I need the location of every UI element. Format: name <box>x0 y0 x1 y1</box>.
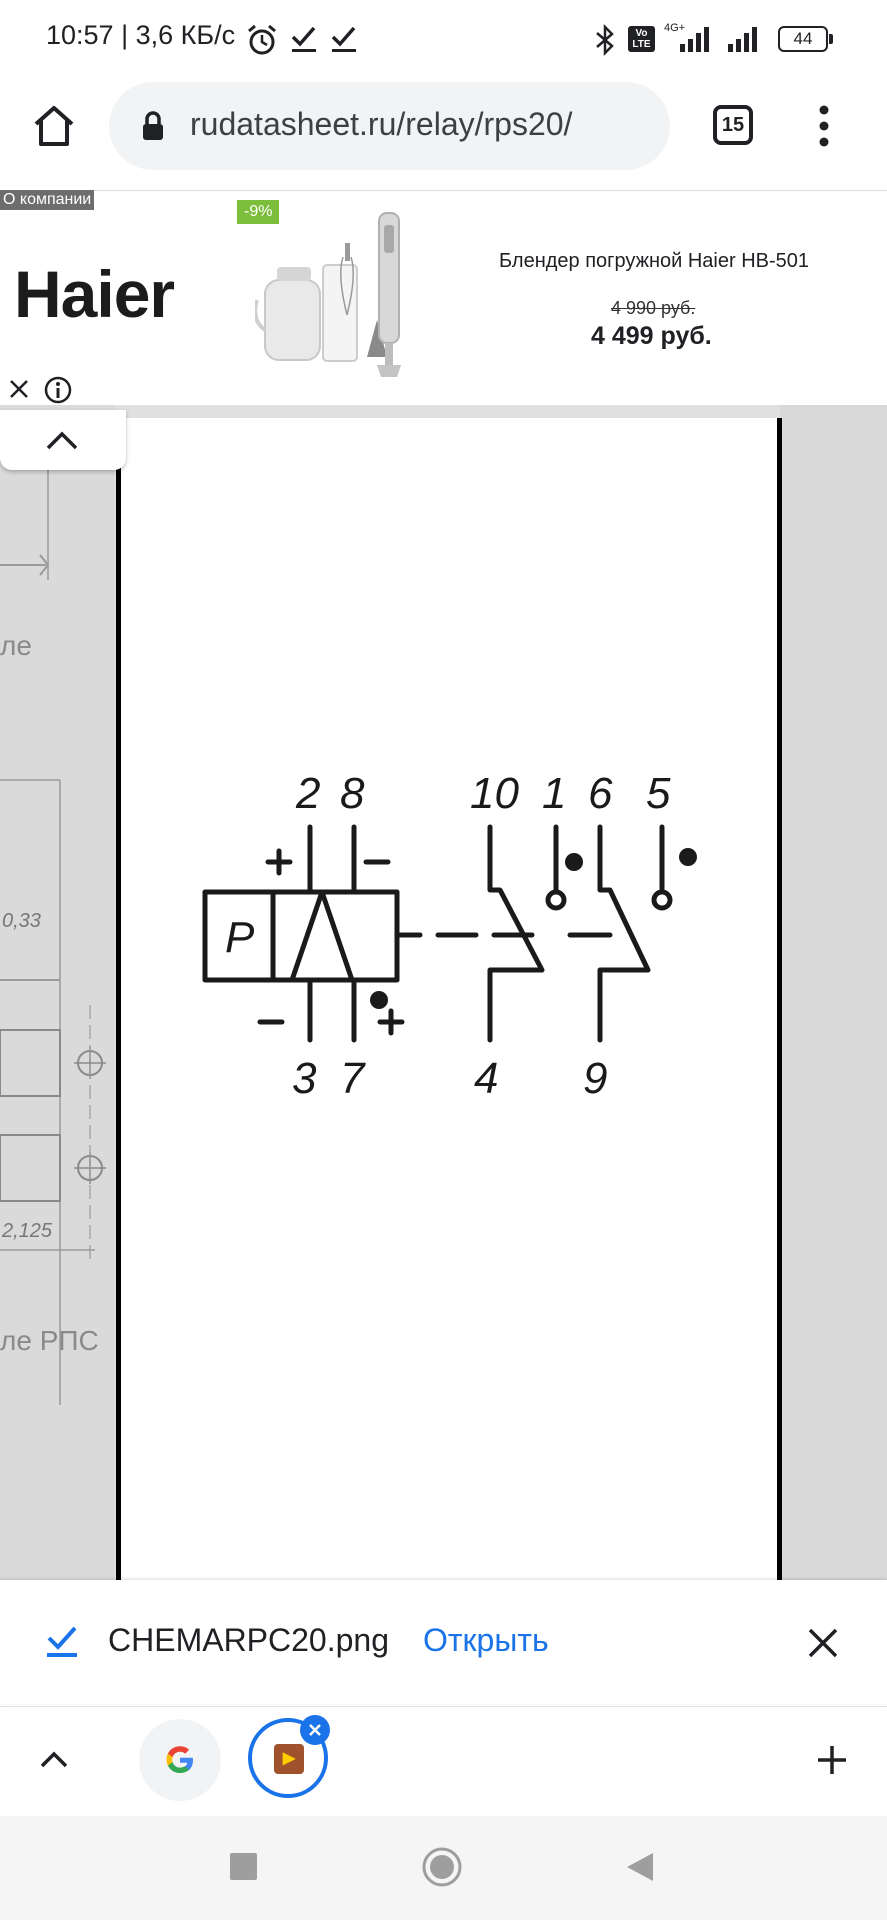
ad-banner[interactable] <box>0 190 887 406</box>
terminal-label-4: 4 <box>474 1054 498 1103</box>
nav-recents-icon[interactable] <box>230 1853 257 1880</box>
download-open-link[interactable]: Открыть <box>423 1622 549 1658</box>
nav-back-icon[interactable] <box>625 1851 655 1883</box>
site-favicon: ▶ <box>274 1744 304 1774</box>
terminal-label-1: 1 <box>542 769 566 818</box>
bluetooth-icon <box>596 24 614 56</box>
right-page-edge <box>780 405 887 1580</box>
home-icon[interactable] <box>30 102 78 150</box>
close-icon[interactable] <box>807 1627 839 1659</box>
blender-product-image[interactable] <box>255 205 420 385</box>
terminal-label-2: 2 <box>295 769 320 818</box>
ad-company-link[interactable]: О компании <box>0 190 95 210</box>
alarm-icon <box>248 24 276 55</box>
terminal-label-10: 10 <box>470 769 519 818</box>
terminal-label-5: 5 <box>646 769 671 818</box>
relay-schematic: 2 8 10 1 6 5 3 7 4 9 P <box>202 769 697 1103</box>
download-done-icon <box>47 1626 77 1657</box>
ad-brand-logo[interactable]: Haier <box>14 257 175 331</box>
ad-product-name[interactable]: Блендер погружной Haier HB-501 <box>499 250 810 272</box>
volte-badge: Vo LTE <box>628 26 655 52</box>
chevron-up-icon[interactable] <box>38 1748 70 1770</box>
status-time-speed: 10:57 | 3,6 КБ/с <box>46 20 236 50</box>
chevron-up-icon[interactable] <box>44 428 80 452</box>
background-dimension: 2,125 <box>2 1220 53 1242</box>
tabs-icon[interactable]: 15 <box>713 105 753 145</box>
collapse-ad-button[interactable] <box>0 410 126 470</box>
schematic-image[interactable] <box>116 418 782 1580</box>
download-bar <box>0 1580 887 1704</box>
background-text: ле <box>0 630 32 661</box>
ad-old-price: 4 990 руб. <box>611 298 696 318</box>
tab-strip <box>0 1706 887 1818</box>
check-icon <box>331 26 356 52</box>
signal-icon <box>680 27 709 52</box>
plus-icon[interactable] <box>815 1743 849 1777</box>
check-icon <box>291 26 316 52</box>
nav-home-icon[interactable] <box>421 1846 463 1888</box>
background-text: ле РПС <box>0 1325 99 1356</box>
battery-icon: 44 <box>778 26 828 52</box>
ad-new-price: 4 499 руб. <box>591 322 712 350</box>
close-icon[interactable] <box>8 378 30 400</box>
terminal-label-9: 9 <box>583 1054 607 1103</box>
terminal-label-7: 7 <box>340 1054 366 1103</box>
ad-discount-badge: -9% <box>237 200 280 224</box>
background-dimension: 0,33 <box>2 910 41 932</box>
background-drawing <box>0 465 106 1405</box>
lock-icon[interactable] <box>140 110 166 142</box>
battery-tip <box>829 34 833 44</box>
terminal-label-3: 3 <box>292 1054 317 1103</box>
signal-icon <box>728 27 757 52</box>
menu-icon[interactable] <box>814 104 834 148</box>
tab-count: 15 <box>721 114 745 136</box>
coil-label: P <box>225 913 255 962</box>
terminal-label-8: 8 <box>340 769 365 818</box>
terminal-label-6: 6 <box>588 769 613 818</box>
download-filename: CHEMARPC20.png <box>108 1622 389 1658</box>
info-icon[interactable] <box>43 375 73 405</box>
status-bar <box>0 0 887 76</box>
close-icon[interactable] <box>308 1723 322 1737</box>
battery-level: 44 <box>793 29 813 48</box>
background-page: ле 0,33 2,125 ле РПС <box>0 405 114 1580</box>
address-bar[interactable] <box>109 82 670 170</box>
google-icon <box>166 1746 193 1773</box>
network-type-label: 4G+ <box>664 22 686 34</box>
url-text[interactable]: rudatasheet.ru/relay/rps20/ <box>190 106 573 142</box>
